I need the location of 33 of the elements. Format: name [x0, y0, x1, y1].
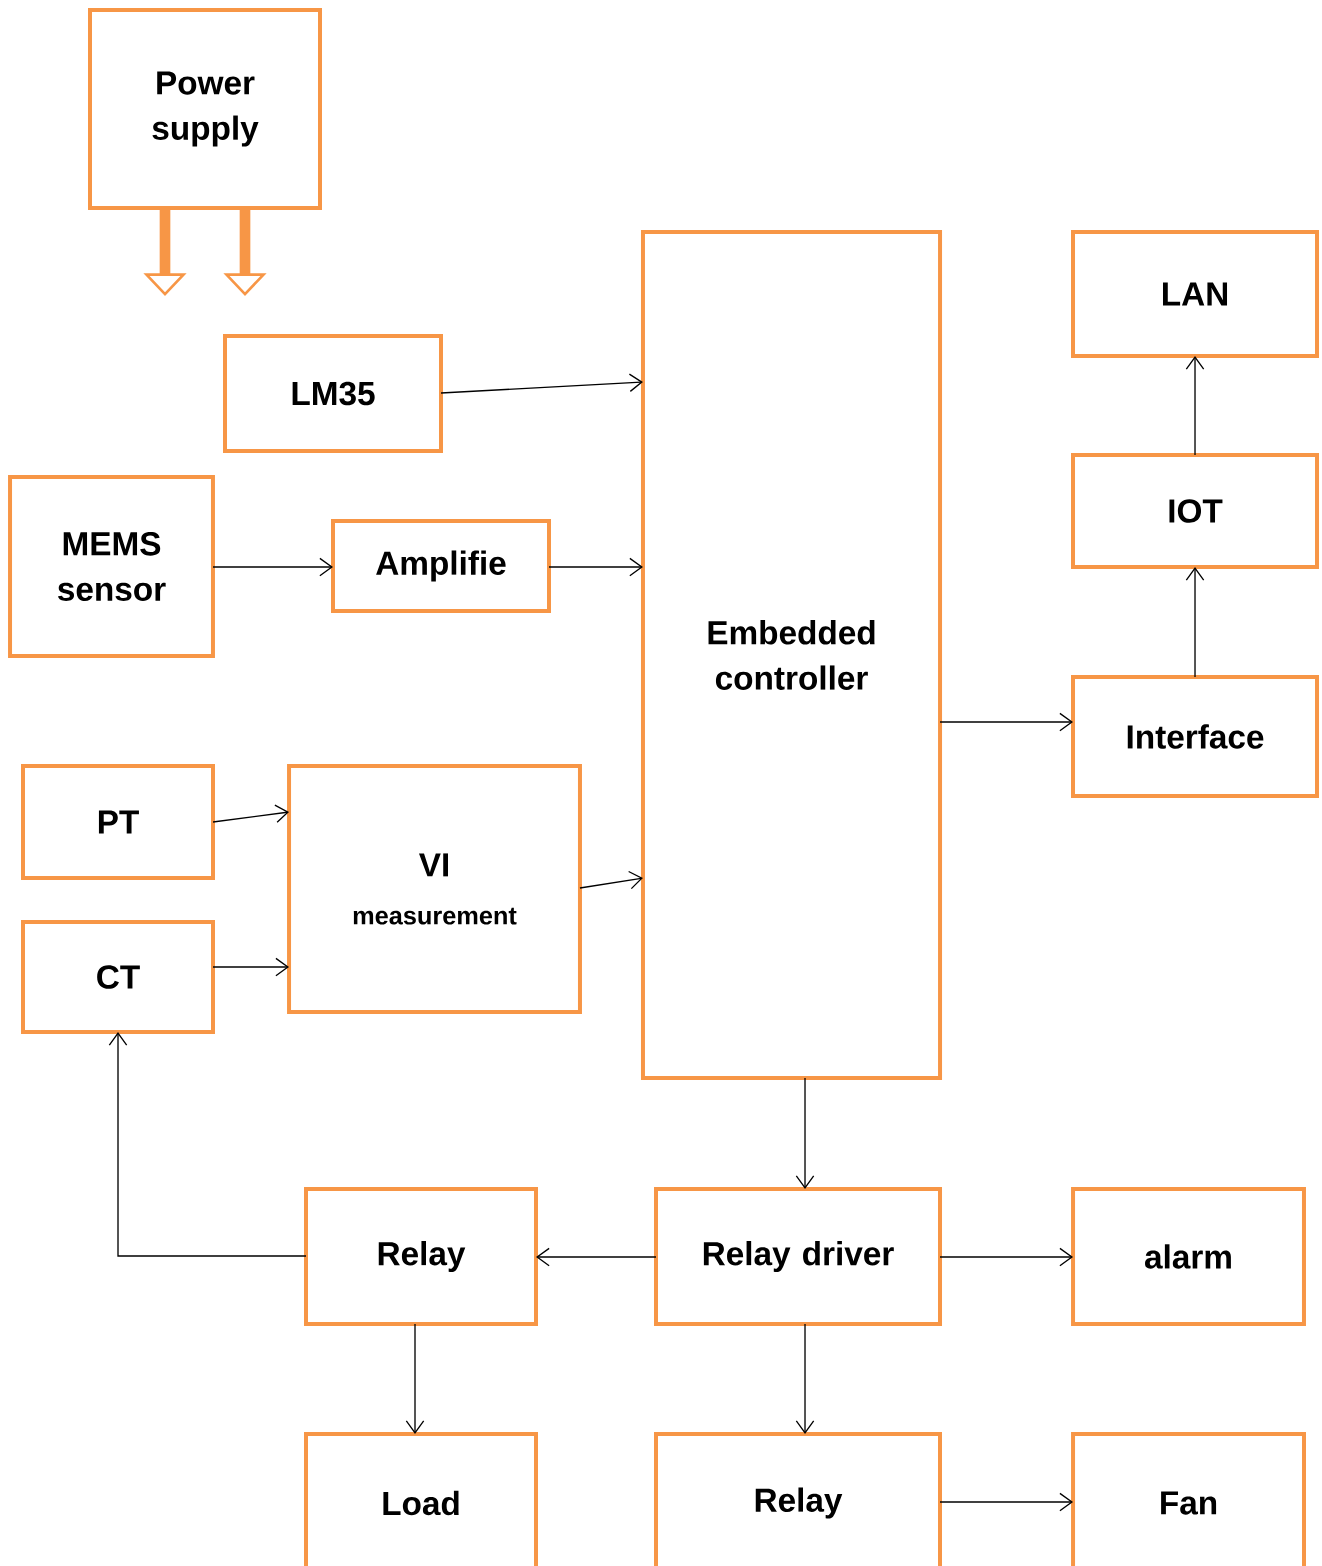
- block-box: Relay: [654, 1432, 942, 1566]
- arrow: [440, 373, 643, 394]
- block-box: Interface: [1071, 675, 1319, 798]
- arrow: [548, 557, 643, 577]
- block-box: IOT: [1071, 453, 1319, 569]
- arrow: [405, 1323, 425, 1434]
- block-box: CT: [21, 920, 215, 1034]
- block-box: Amplifie: [331, 519, 551, 613]
- block-box: LM35: [223, 334, 443, 453]
- arrow: [212, 804, 290, 823]
- block-box: MEMS sensor: [8, 475, 215, 658]
- arrow: [795, 1323, 815, 1434]
- arrow: [536, 1247, 657, 1267]
- block-box: Power supply: [88, 8, 322, 210]
- block-box: Fan: [1071, 1432, 1306, 1566]
- arrow: [939, 1492, 1074, 1512]
- block-box: Load: [304, 1432, 538, 1566]
- arrow: [939, 1247, 1074, 1267]
- block-box: Relay: [304, 1187, 538, 1326]
- block-box: alarm: [1071, 1187, 1306, 1326]
- block-box: Embedded controller: [640, 230, 943, 1080]
- arrow: [108, 1032, 307, 1257]
- arrow: [212, 557, 333, 577]
- block-box: Relay driver: [654, 1187, 942, 1326]
- block-box: LAN: [1071, 230, 1319, 358]
- arrow: [939, 712, 1073, 732]
- block-box: VI measurement: [287, 764, 582, 1014]
- block-box: PT: [21, 764, 215, 880]
- arrow: [1185, 356, 1205, 456]
- arrow: [579, 870, 643, 890]
- arrow: [795, 1077, 815, 1190]
- arrow: [212, 957, 290, 977]
- arrow: [1185, 567, 1205, 678]
